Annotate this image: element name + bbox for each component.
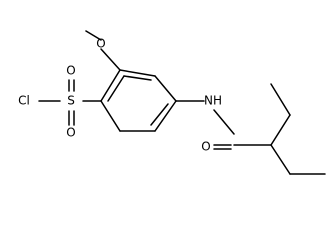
- nitrogen-carbonyl-bond: [213, 109, 235, 135]
- chemical-structure: O S O O Cl NH O: [18, 30, 326, 175]
- chemical-structure-canvas: O S O O Cl NH O: [18, 30, 326, 175]
- sulfonyl-bottom-oxygen-label: O: [66, 126, 75, 140]
- ring-bond-6: [100, 69, 121, 102]
- ring-bond-1: [119, 69, 156, 77]
- ring-double-bond-1: [123, 75, 152, 81]
- nitrogen-hydrogen-label: NH: [204, 94, 222, 108]
- molecule-bonds: [38, 30, 326, 175]
- upper-ethyl-bond-2: [270, 83, 291, 116]
- atom-labels: O S O O Cl NH O: [18, 37, 222, 154]
- ring-double-bond-3: [107, 75, 125, 102]
- ring-bond-5: [100, 100, 121, 132]
- methoxy-methyl-bond: [85, 30, 102, 41]
- methoxy-aromatic-bond: [100, 48, 121, 71]
- chlorine-label: Cl: [18, 94, 30, 108]
- upper-ethyl-bond-1: [270, 114, 291, 146]
- carbonyl-oxygen-label: O: [201, 140, 210, 154]
- sulfonyl-top-oxygen-label: O: [66, 64, 75, 78]
- ring-bond-3: [154, 100, 177, 132]
- methoxy-oxygen-label: O: [96, 37, 105, 51]
- lower-ethyl-bond-1: [270, 144, 291, 175]
- ring-double-bond-2: [150, 103, 169, 126]
- sulfur-label: S: [67, 94, 75, 108]
- ring-bond-2: [154, 75, 177, 102]
